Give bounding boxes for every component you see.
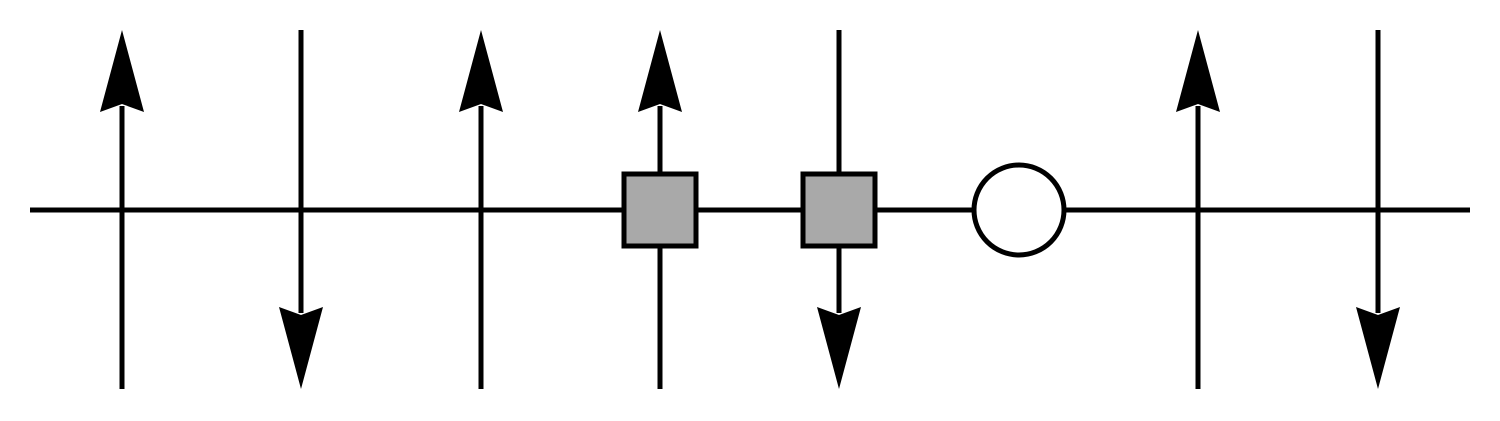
leg-3 [459,30,503,389]
arrowhead-down-icon [1356,307,1400,389]
leg-8 [1356,30,1400,389]
leg-1 [100,30,144,389]
gray-box-marker [621,171,699,249]
legs-layer [100,30,1400,389]
arrowhead-down-icon [817,307,861,389]
arrowhead-up-icon [638,30,682,112]
leg-7 [1176,30,1220,389]
open-circle-marker [971,162,1067,258]
arrowhead-down-icon [279,307,323,389]
gray-box-marker [800,171,878,249]
arrowhead-up-icon [459,30,503,112]
arrowhead-up-icon [100,30,144,112]
arrowhead-up-icon [1176,30,1220,112]
leg-2 [279,30,323,389]
markers-layer [621,162,1067,258]
